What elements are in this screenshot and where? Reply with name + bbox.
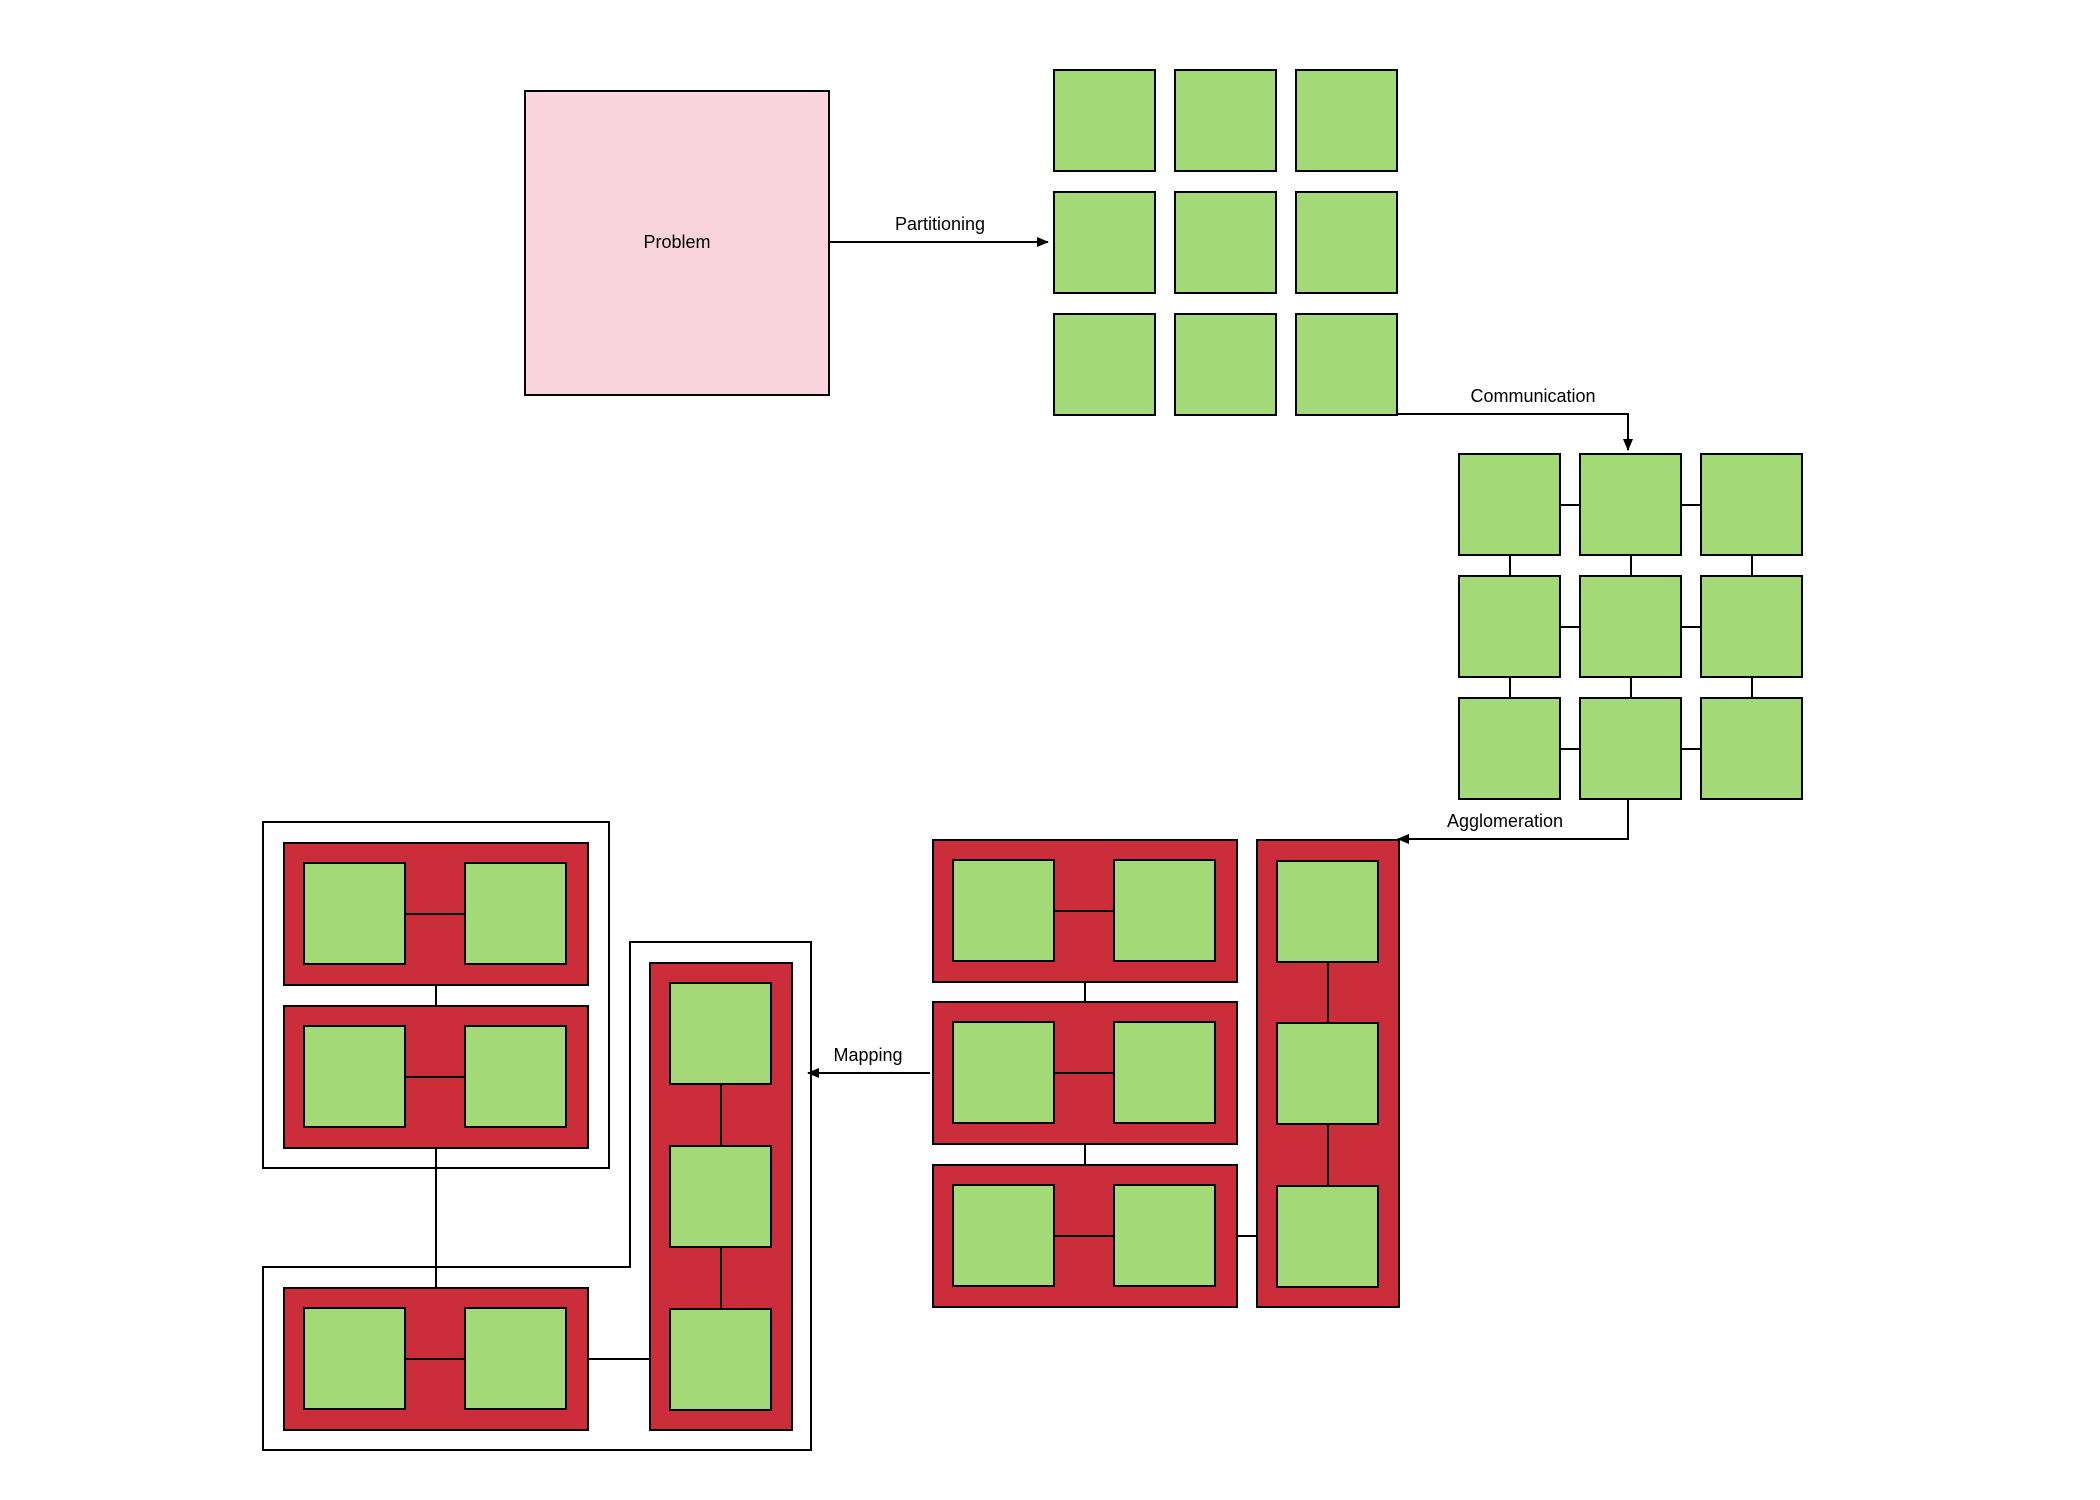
task-box: [1174, 191, 1277, 294]
task-box: [1579, 575, 1682, 678]
task-box: [1276, 860, 1379, 963]
task-box: [1295, 313, 1398, 416]
task-box: [669, 1145, 772, 1248]
task-box: [1276, 1185, 1379, 1288]
task-box: [1295, 191, 1398, 294]
task-box: [1458, 697, 1561, 800]
mapping-label: Mapping: [833, 1045, 902, 1065]
task-box: [303, 1307, 406, 1410]
task-box: [1113, 1184, 1216, 1287]
task-box: [1113, 859, 1216, 962]
communication-label: Communication: [1470, 386, 1595, 406]
task-box: [1053, 69, 1156, 172]
task-box: [464, 862, 567, 965]
task-box: [1113, 1021, 1216, 1124]
task-box: [1458, 575, 1561, 678]
agglomerated-tasks: [932, 839, 1400, 1308]
mapped-tasks: [262, 821, 812, 1451]
processor-outline: [262, 941, 812, 1451]
task-box: [1174, 69, 1277, 172]
partitioning-label: Partitioning: [895, 214, 985, 234]
problem-stage: Problem: [524, 90, 830, 396]
communication-arrow: [1396, 413, 1633, 451]
task-box: [303, 1025, 406, 1128]
mapping-edge: Mapping: [807, 1045, 930, 1078]
task-box: [1579, 453, 1682, 556]
task-box: [952, 859, 1055, 962]
partitioning-edge: Partitioning: [829, 214, 1049, 247]
task-box: [1053, 313, 1156, 416]
agglomeration-label: Agglomeration: [1447, 811, 1563, 831]
task-box: [1700, 453, 1803, 556]
communicating-tasks-grid: [1458, 453, 1803, 800]
agglomeration-edge: Agglomeration: [1397, 799, 1629, 844]
task-box: [303, 862, 406, 965]
task-box: [952, 1021, 1055, 1124]
task-box: [1174, 313, 1277, 416]
task-box: [1700, 575, 1803, 678]
task-box: [1700, 697, 1803, 800]
task-box: [1458, 453, 1561, 556]
task-box: [1579, 697, 1682, 800]
task-box: [1295, 69, 1398, 172]
partitioned-tasks-grid: [1053, 69, 1398, 416]
task-box: [1053, 191, 1156, 294]
problem-label: Problem: [643, 232, 710, 252]
task-box: [1276, 1022, 1379, 1125]
task-box: [669, 1308, 772, 1411]
task-box: [464, 1307, 567, 1410]
communication-edge: Communication: [1396, 386, 1633, 451]
problem-box: [524, 90, 830, 396]
agglomeration-arrow: [1397, 799, 1629, 844]
processor-outline: [262, 821, 610, 1169]
task-box: [669, 982, 772, 1085]
task-box: [464, 1025, 567, 1128]
task-box: [952, 1184, 1055, 1287]
